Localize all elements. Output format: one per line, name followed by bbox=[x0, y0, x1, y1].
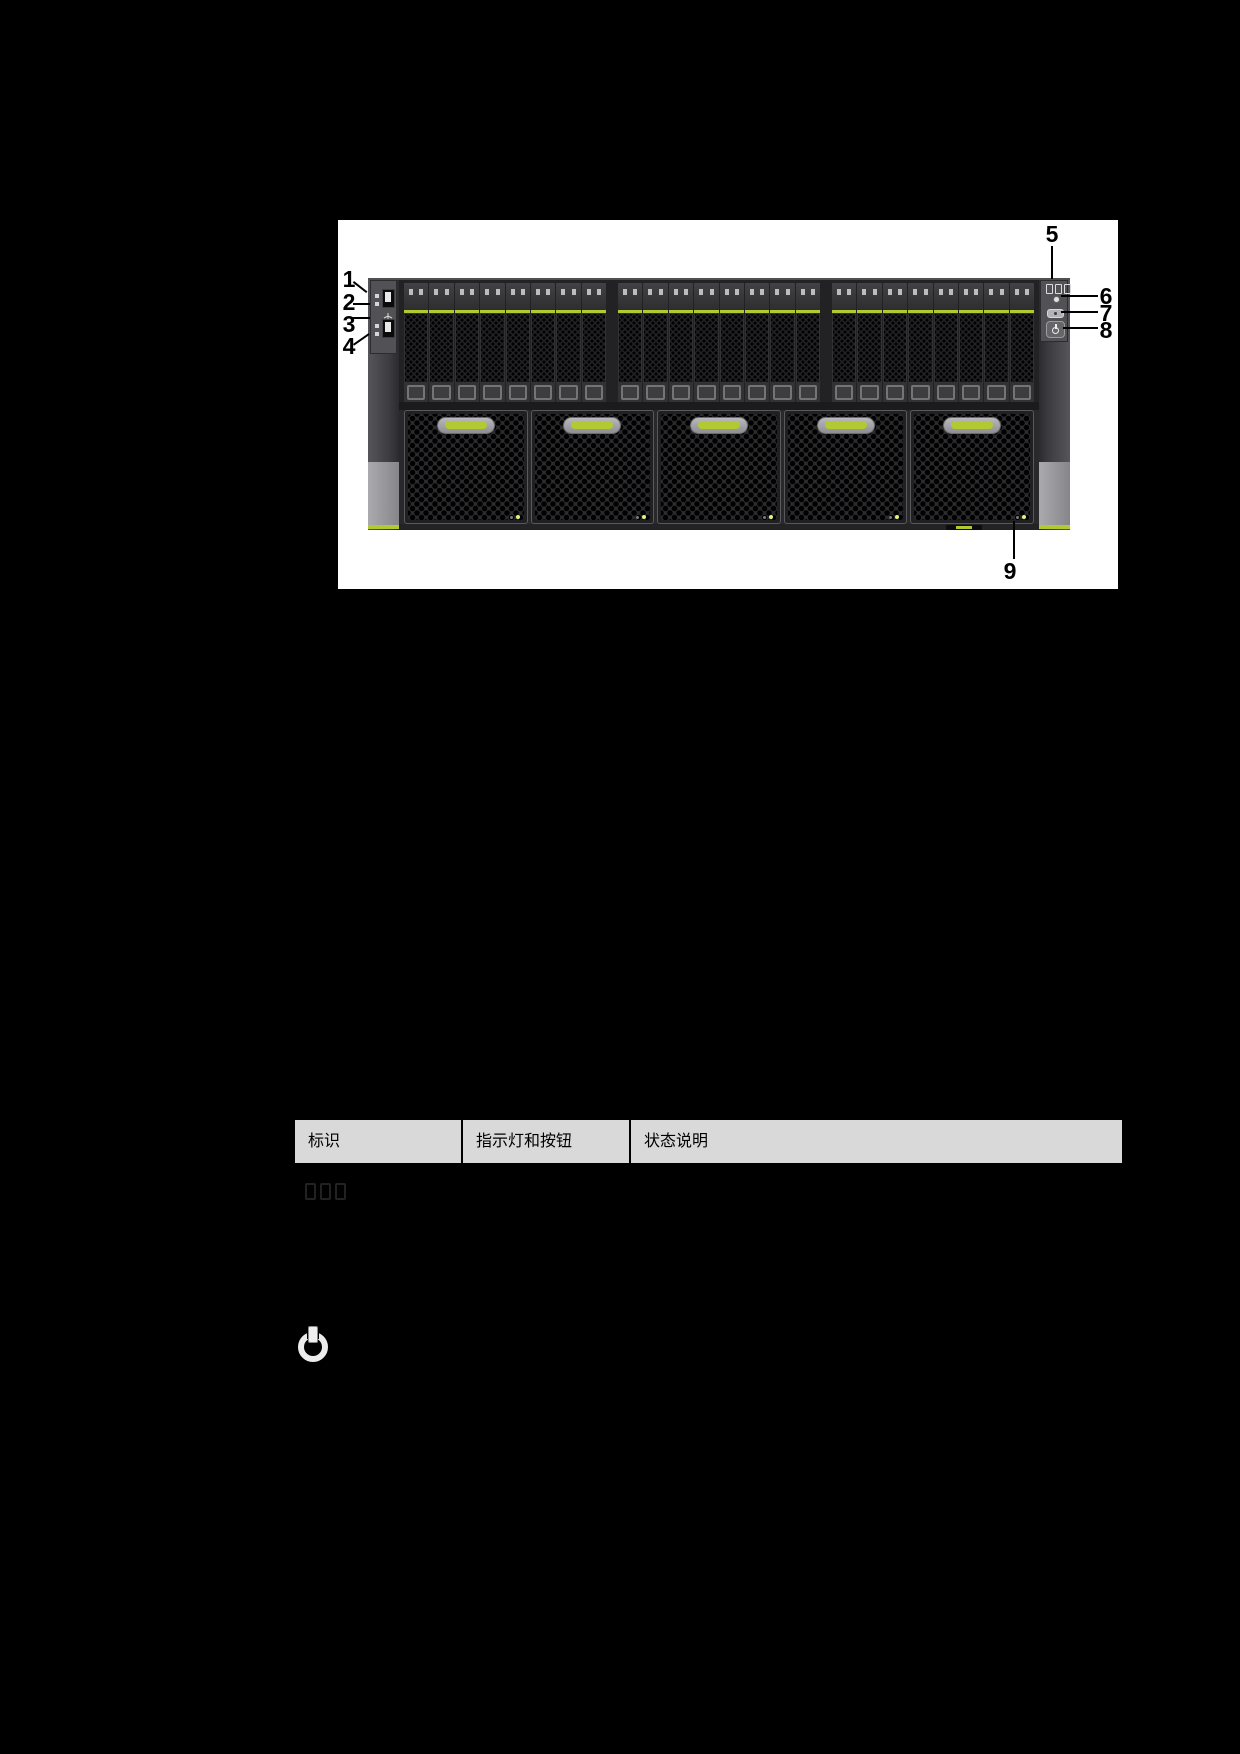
drive-bay bbox=[958, 283, 984, 403]
left-control-panel bbox=[370, 280, 397, 354]
ear-green-strip bbox=[368, 525, 399, 529]
server-front-view-figure: 1 2 3 4 5 6 7 8 9 bbox=[338, 220, 1118, 589]
drive-bay bbox=[668, 283, 694, 403]
drive-bay bbox=[719, 283, 744, 403]
fan-module bbox=[657, 410, 781, 524]
leader-line-8 bbox=[1063, 327, 1098, 329]
uid-button-icon bbox=[1047, 309, 1064, 318]
drive-bay bbox=[505, 283, 530, 403]
drive-bay bbox=[795, 283, 820, 403]
drive-bay bbox=[480, 283, 505, 403]
leader-line-9 bbox=[1013, 521, 1015, 559]
usb-port bbox=[382, 319, 395, 338]
fan-modules bbox=[399, 410, 1039, 524]
fan-module bbox=[910, 410, 1034, 524]
right-mounting-ear bbox=[1039, 280, 1071, 530]
callout-7: 7 bbox=[1099, 300, 1113, 326]
drive-bay bbox=[882, 283, 908, 403]
drive-group bbox=[404, 283, 606, 403]
drive-bay bbox=[857, 283, 882, 403]
drive-bay bbox=[429, 283, 454, 403]
leader-line-7 bbox=[1061, 311, 1098, 313]
drive-bay bbox=[908, 283, 933, 403]
table-header-status-description: 状态说明 bbox=[631, 1120, 1122, 1163]
callout-5: 5 bbox=[1045, 221, 1059, 247]
ear-green-strip bbox=[1039, 525, 1070, 529]
drive-bays bbox=[399, 280, 1039, 406]
chassis-bottom-rail bbox=[399, 524, 1039, 530]
drive-group bbox=[832, 283, 1034, 403]
drive-bay bbox=[933, 283, 958, 403]
drive-bay bbox=[984, 283, 1009, 403]
drive-bay bbox=[643, 283, 668, 403]
callout-9: 9 bbox=[1003, 558, 1017, 584]
drive-bay bbox=[530, 283, 556, 403]
digital-tube-icon bbox=[305, 1183, 346, 1200]
indicator-table: 标识 指示灯和按钮 状态说明 bbox=[293, 1118, 1124, 1165]
drive-bay bbox=[556, 283, 581, 403]
drive-bay bbox=[770, 283, 795, 403]
drive-bay bbox=[1009, 283, 1034, 403]
fan-module bbox=[530, 410, 655, 524]
table-header-id: 标识 bbox=[295, 1120, 461, 1163]
callout-2: 2 bbox=[342, 289, 356, 315]
drive-bay bbox=[744, 283, 770, 403]
server-chassis bbox=[368, 278, 1071, 530]
drive-bay bbox=[404, 283, 429, 403]
drive-bay bbox=[618, 283, 643, 403]
drive-bay bbox=[581, 283, 606, 403]
callout-1: 1 bbox=[342, 266, 356, 292]
drive-bay bbox=[694, 283, 719, 403]
fan-module bbox=[783, 410, 908, 524]
callout-6: 6 bbox=[1099, 283, 1113, 309]
ear-flange bbox=[368, 462, 399, 525]
drive-bay bbox=[832, 283, 857, 403]
usb-port bbox=[382, 289, 395, 308]
chassis-divider bbox=[399, 402, 1039, 410]
ear-flange bbox=[1039, 462, 1070, 525]
left-mounting-ear bbox=[368, 280, 399, 530]
table-header-indicators-buttons: 指示灯和按钮 bbox=[463, 1120, 629, 1163]
power-button-icon bbox=[292, 1326, 334, 1362]
leader-line-5 bbox=[1051, 246, 1053, 279]
fan-module bbox=[404, 410, 528, 524]
leader-line-3 bbox=[351, 317, 370, 319]
drive-group bbox=[618, 283, 820, 403]
leader-line-2 bbox=[353, 303, 370, 305]
health-led-icon bbox=[1053, 296, 1060, 303]
callout-8: 8 bbox=[1099, 317, 1113, 343]
drive-bay bbox=[454, 283, 480, 403]
right-control-panel bbox=[1040, 280, 1071, 342]
asset-tag-tab bbox=[946, 525, 982, 530]
callout-4: 4 bbox=[342, 333, 356, 359]
power-button-icon bbox=[1046, 321, 1065, 338]
leader-line-6 bbox=[1061, 295, 1098, 297]
digital-tube-icon bbox=[1046, 284, 1071, 294]
